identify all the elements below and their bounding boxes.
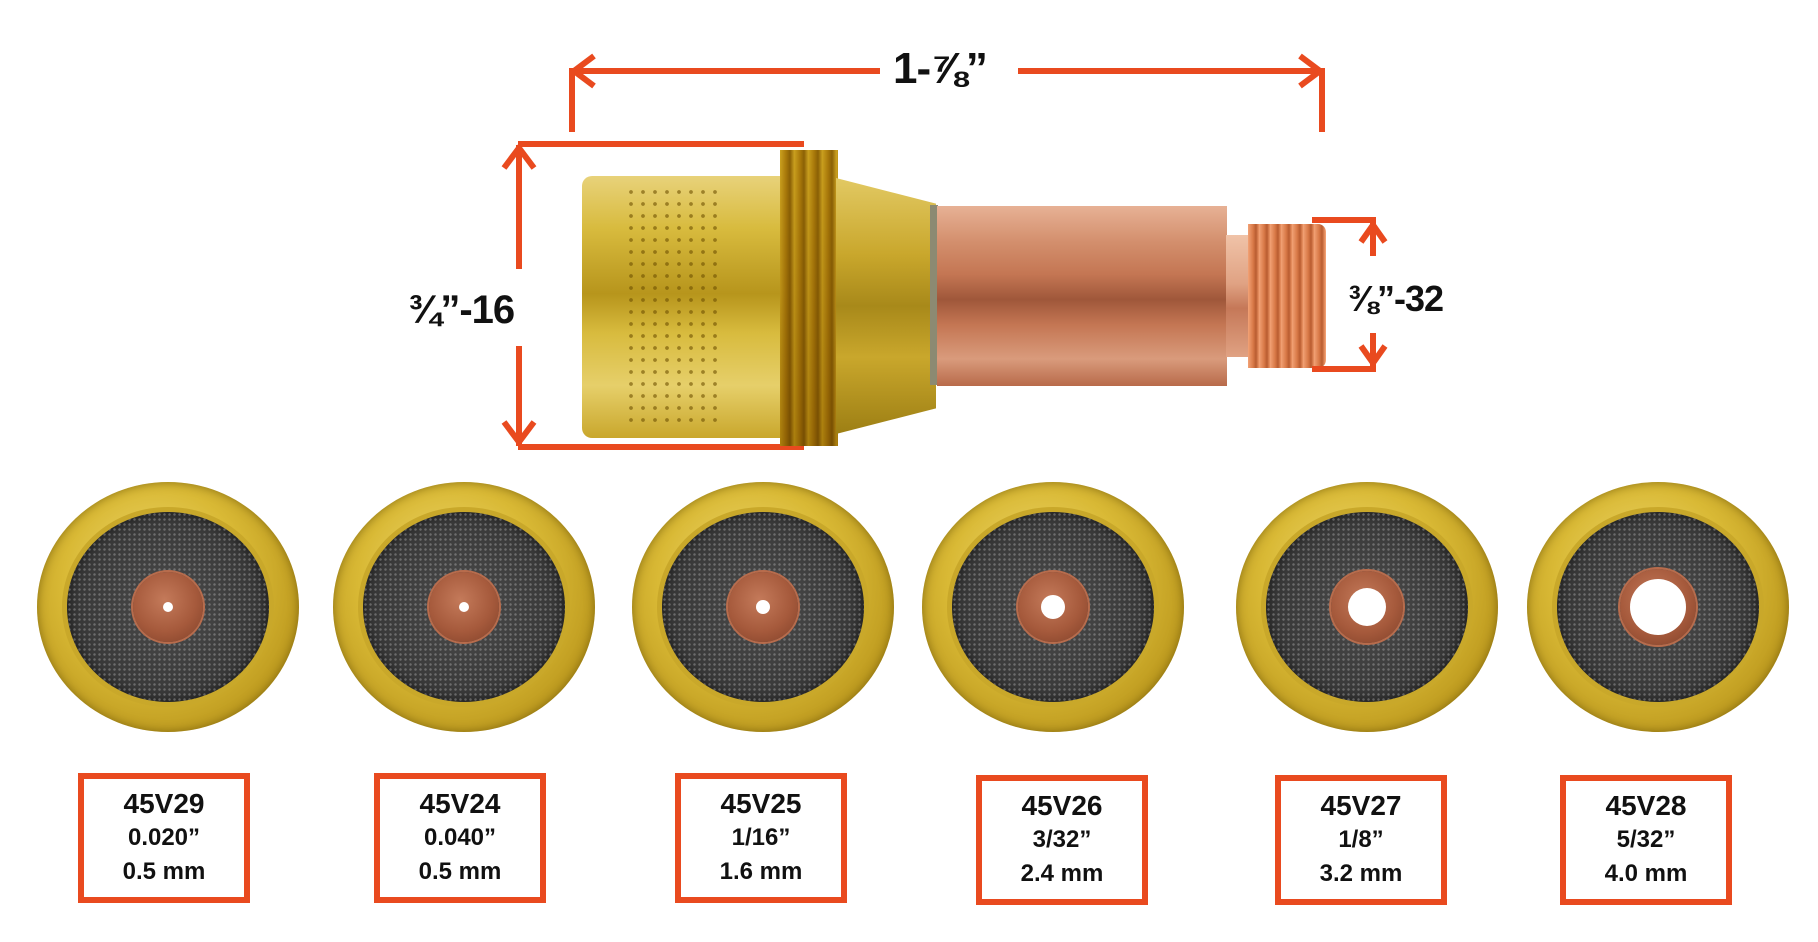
gas-lens-end-view — [37, 482, 299, 732]
length-line-right — [1018, 68, 1322, 74]
orifice-inch: 0.020” — [127, 824, 201, 851]
gas-orifice — [1630, 579, 1686, 635]
small-thread-vline-bottom — [1370, 333, 1376, 367]
gas-orifice — [1041, 595, 1065, 619]
orifice-inch: 1/16” — [731, 824, 791, 851]
gas-lens-end-view — [632, 482, 894, 732]
collet-body-diagram: 1-⅞” ¾”-16 ⅜”-32 — [0, 0, 1818, 460]
small-thread-label: ⅜”-32 — [1348, 278, 1444, 319]
arrow-up-small-icon — [1358, 220, 1388, 244]
brass-taper — [836, 178, 936, 434]
gas-orifice — [1348, 588, 1386, 626]
orifice-mm: 3.2 mm — [1319, 860, 1403, 887]
orifice-mm: 2.4 mm — [1020, 860, 1104, 887]
body-seam — [930, 205, 938, 385]
brass-thread-section — [780, 150, 838, 446]
arrow-right-icon — [1298, 53, 1325, 89]
length-tick-right — [1319, 68, 1325, 132]
orifice-inch: 3/32” — [1032, 826, 1092, 853]
part-label-box: 45V24 0.040” 0.5 mm — [374, 773, 546, 903]
large-thread-vline-top — [516, 145, 522, 269]
copper-barrel — [937, 206, 1227, 386]
knurl-pattern — [625, 186, 725, 430]
gas-lens-end-view — [1527, 482, 1789, 732]
arrow-up-icon — [501, 143, 537, 170]
orifice-mm: 0.5 mm — [122, 858, 206, 885]
part-label-box: 45V26 3/32” 2.4 mm — [976, 775, 1148, 905]
overall-length-label: 1-⅞” — [893, 44, 988, 93]
gas-orifice — [756, 600, 770, 614]
gas-orifice — [163, 602, 173, 612]
large-thread-top-line — [518, 141, 804, 147]
small-thread-vline-top — [1370, 222, 1376, 256]
large-thread-vline-bottom — [516, 346, 522, 446]
mesh-screen — [1557, 512, 1759, 702]
small-thread-bottom-line — [1312, 366, 1376, 372]
orifice-mm: 4.0 mm — [1604, 860, 1688, 887]
arrow-down-small-icon — [1358, 344, 1388, 368]
copper-thread — [1248, 224, 1326, 368]
orifice-inch: 0.040” — [423, 824, 497, 851]
arrow-left-icon — [569, 53, 596, 89]
small-thread-top-line — [1312, 217, 1376, 223]
gas-lens-end-view — [1236, 482, 1498, 732]
part-number: 45V26 — [1021, 790, 1103, 821]
part-label-box: 45V28 5/32” 4.0 mm — [1560, 775, 1732, 905]
large-thread-bottom-line — [518, 444, 804, 450]
arrow-down-icon — [501, 420, 537, 447]
part-number: 45V25 — [720, 788, 802, 819]
length-tick-left — [569, 68, 575, 132]
part-number: 45V24 — [419, 788, 501, 819]
length-line-left — [572, 68, 880, 74]
orifice-inch: 1/8” — [1338, 826, 1384, 853]
gas-lens-end-view — [333, 482, 595, 732]
gas-lens-end-view — [922, 482, 1184, 732]
part-label-box: 45V27 1/8” 3.2 mm — [1275, 775, 1447, 905]
part-number: 45V28 — [1605, 790, 1687, 821]
orifice-mm: 1.6 mm — [719, 858, 803, 885]
part-label-box: 45V29 0.020” 0.5 mm — [78, 773, 250, 903]
part-label-box: 45V25 1/16” 1.6 mm — [675, 773, 847, 903]
orifice-inch: 5/32” — [1616, 826, 1676, 853]
orifice-mm: 0.5 mm — [418, 858, 502, 885]
part-number: 45V27 — [1320, 790, 1402, 821]
large-thread-label: ¾”-16 — [408, 288, 515, 332]
part-number: 45V29 — [123, 788, 205, 819]
copper-neck — [1226, 235, 1248, 357]
gas-orifice — [459, 602, 469, 612]
